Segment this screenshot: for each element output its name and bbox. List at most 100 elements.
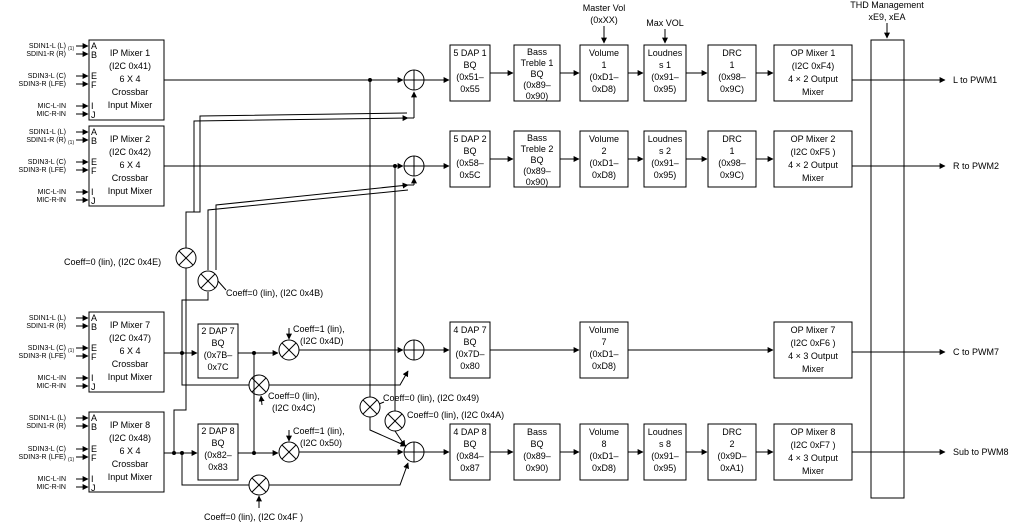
- svg-text:Volume: Volume: [589, 325, 619, 335]
- svg-text:(0xD1–: (0xD1–: [589, 451, 618, 461]
- svg-text:(0x98–: (0x98–: [718, 72, 746, 82]
- svg-text:Loudnes: Loudnes: [648, 427, 683, 437]
- svg-text:A: A: [91, 127, 97, 137]
- svg-text:Volume: Volume: [589, 48, 619, 58]
- svg-text:(0x89–: (0x89–: [523, 166, 551, 176]
- ch7-summer: [403, 339, 425, 361]
- dap-8: [449, 423, 491, 481]
- output-label-r: R to PWM2: [953, 161, 999, 171]
- svg-text:(0x91–: (0x91–: [651, 72, 679, 82]
- svg-text:SDIN1-L (L): SDIN1-L (L): [29, 43, 66, 50]
- svg-text:BQ: BQ: [211, 438, 224, 448]
- svg-text:I: I: [91, 373, 94, 383]
- svg-text:(0xD1–: (0xD1–: [589, 72, 618, 82]
- volume-2: [579, 130, 629, 188]
- svg-text:SDIN1-R (R): SDIN1-R (R): [26, 51, 66, 58]
- svg-text:Volume: Volume: [589, 427, 619, 437]
- svg-text:0x90): 0x90): [526, 177, 549, 187]
- svg-text:B: B: [91, 136, 97, 146]
- loudness-1-label: Loudnes s 1 (0x91– 0x95): [648, 48, 683, 94]
- svg-text:MIC-R-IN: MIC-R-IN: [36, 484, 66, 491]
- multiplier-4d: [278, 339, 300, 361]
- svg-text:0x90): 0x90): [526, 463, 549, 473]
- small-dap-8-label: 2 DAP 8 BQ (0x82– 0x83: [201, 426, 234, 472]
- coeff-4b-leader: [217, 280, 227, 291]
- ch8-junction-1: [172, 451, 176, 455]
- ip-mixer-2: [88, 125, 165, 207]
- svg-text:Mixer: Mixer: [802, 466, 824, 476]
- svg-text:(0x91–: (0x91–: [651, 451, 679, 461]
- svg-text:(0x82–: (0x82–: [204, 450, 232, 460]
- volume-7: [579, 321, 629, 379]
- drc-8: [707, 423, 757, 481]
- svg-text:(0x51–: (0x51–: [456, 72, 484, 82]
- svg-text:SDIN3-L (C): SDIN3-L (C): [28, 159, 66, 166]
- svg-text:s 8: s 8: [659, 439, 671, 449]
- svg-text:E: E: [91, 157, 97, 167]
- svg-text:0x9C): 0x9C): [720, 84, 744, 94]
- svg-text:Coeff=0 (lin),: Coeff=0 (lin),: [268, 391, 320, 401]
- small-dap-8: [197, 423, 239, 481]
- svg-text:6 X 4: 6 X 4: [119, 74, 140, 84]
- svg-text:OP Mixer 1: OP Mixer 1: [791, 48, 836, 58]
- svg-text:(0x7D–: (0x7D–: [455, 349, 484, 359]
- volume-8-label: Volume 8 (0xD1– 0xD8): [589, 427, 619, 473]
- output-label-c: C to PWM7: [953, 347, 999, 357]
- svg-text:BQ: BQ: [530, 155, 543, 165]
- svg-text:MIC-R-IN: MIC-R-IN: [36, 197, 66, 204]
- svg-text:Mixer: Mixer: [802, 173, 824, 183]
- ch1-summer: [403, 69, 425, 91]
- ch-feed-verticals: [368, 78, 397, 415]
- svg-text:0x95): 0x95): [654, 463, 677, 473]
- svg-text:2 DAP 7: 2 DAP 7: [201, 326, 234, 336]
- channel-7: SDIN1-L (L) SDIN1-R (R) SDIN3-L (C) (1) …: [19, 311, 999, 413]
- svg-text:2: 2: [729, 439, 734, 449]
- svg-text:F: F: [91, 166, 97, 176]
- svg-text:F: F: [91, 453, 97, 463]
- svg-text:4 × 2 Output: 4 × 2 Output: [788, 160, 838, 170]
- svg-text:(0xXX): (0xXX): [590, 15, 618, 25]
- svg-text:BQ: BQ: [530, 69, 543, 79]
- svg-text:B: B: [91, 422, 97, 432]
- svg-text:Mixer: Mixer: [802, 364, 824, 374]
- thd-management-block: [870, 39, 905, 499]
- svg-text:Crossbar: Crossbar: [112, 359, 149, 369]
- svg-text:IP Mixer 2: IP Mixer 2: [110, 134, 150, 144]
- svg-text:(I2C 0xF5 ): (I2C 0xF5 ): [790, 147, 835, 157]
- op-mixer-1: [773, 44, 853, 102]
- svg-text:(0x84–: (0x84–: [456, 451, 484, 461]
- svg-text:(0xD1–: (0xD1–: [589, 158, 618, 168]
- ch1-port-letters: A B E F I J: [91, 41, 97, 120]
- svg-text:4 DAP 8: 4 DAP 8: [453, 427, 486, 437]
- channel-2: SDIN1-L (L) SDIN1-R (R) (1) SDIN3-L (C) …: [19, 125, 999, 207]
- svg-text:Input Mixer: Input Mixer: [108, 472, 153, 482]
- volume-1-label: Volume 1 (0xD1– 0xD8): [589, 48, 619, 94]
- svg-text:(I2C 0xF4): (I2C 0xF4): [792, 61, 835, 71]
- svg-text:0x95): 0x95): [654, 170, 677, 180]
- svg-text:(I2C 0xF6 ): (I2C 0xF6 ): [790, 338, 835, 348]
- svg-text:I: I: [91, 474, 94, 484]
- svg-text:E: E: [91, 444, 97, 454]
- svg-text:OP Mixer 7: OP Mixer 7: [791, 325, 836, 335]
- svg-text:I: I: [91, 187, 94, 197]
- svg-text:F: F: [91, 80, 97, 90]
- multiplier-4f: [248, 474, 270, 496]
- m4a-to-sub: [394, 430, 406, 447]
- svg-text:0x55: 0x55: [460, 84, 480, 94]
- svg-text:0xD8): 0xD8): [592, 84, 616, 94]
- svg-text:2 DAP 8: 2 DAP 8: [201, 426, 234, 436]
- svg-text:(0x98–: (0x98–: [718, 158, 746, 168]
- drc-8-label: DRC 2 (0x9D– 0xA1): [717, 427, 746, 473]
- svg-text:Master Vol: Master Vol: [583, 3, 626, 13]
- bass-8: [513, 423, 561, 481]
- svg-text:BQ: BQ: [463, 60, 476, 70]
- loudness-2: [643, 130, 687, 188]
- svg-text:5 DAP 1: 5 DAP 1: [453, 48, 486, 58]
- svg-text:Bass: Bass: [527, 47, 548, 57]
- ch8-port-letters: A B E F I J: [91, 413, 97, 493]
- m49-to-sub: [369, 417, 407, 447]
- svg-text:J: J: [91, 196, 96, 206]
- svg-text:6 X 4: 6 X 4: [119, 160, 140, 170]
- svg-text:BQ: BQ: [463, 439, 476, 449]
- ch2-port-letters: A B E F I J: [91, 127, 97, 206]
